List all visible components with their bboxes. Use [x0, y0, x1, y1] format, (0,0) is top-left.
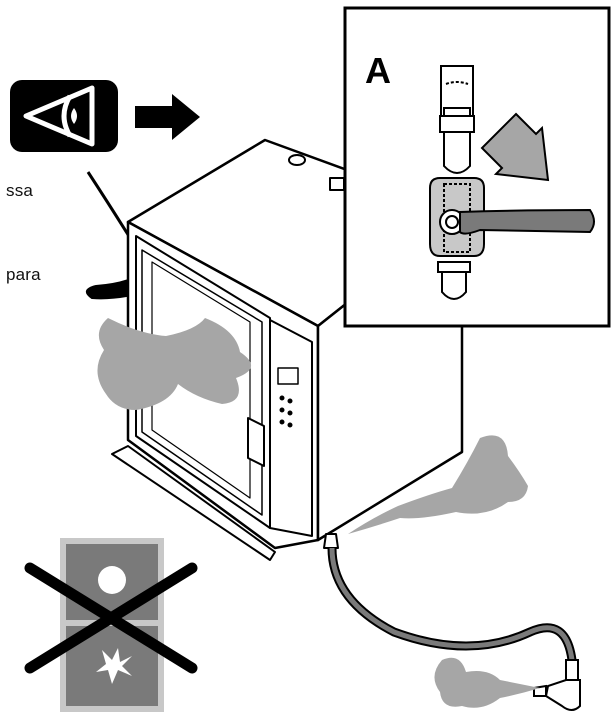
hose-nozzle [533, 659, 581, 711]
eye-icon [10, 80, 118, 152]
inset-label: A [365, 50, 391, 91]
diagonal-arrow-icon [480, 112, 550, 182]
text-fragment-2: para [6, 265, 41, 284]
no-sun-no-flash-icon [24, 538, 198, 712]
inset-panel [343, 6, 611, 328]
text-fragment-1: ssa [6, 181, 34, 200]
steam-cloud-drain [348, 435, 528, 534]
right-arrow-icon [135, 94, 200, 140]
drain-valve [429, 65, 595, 300]
steam-cloud-nozzle [434, 657, 540, 708]
steam-cloud-front [97, 318, 252, 410]
oven-appliance [111, 138, 464, 561]
